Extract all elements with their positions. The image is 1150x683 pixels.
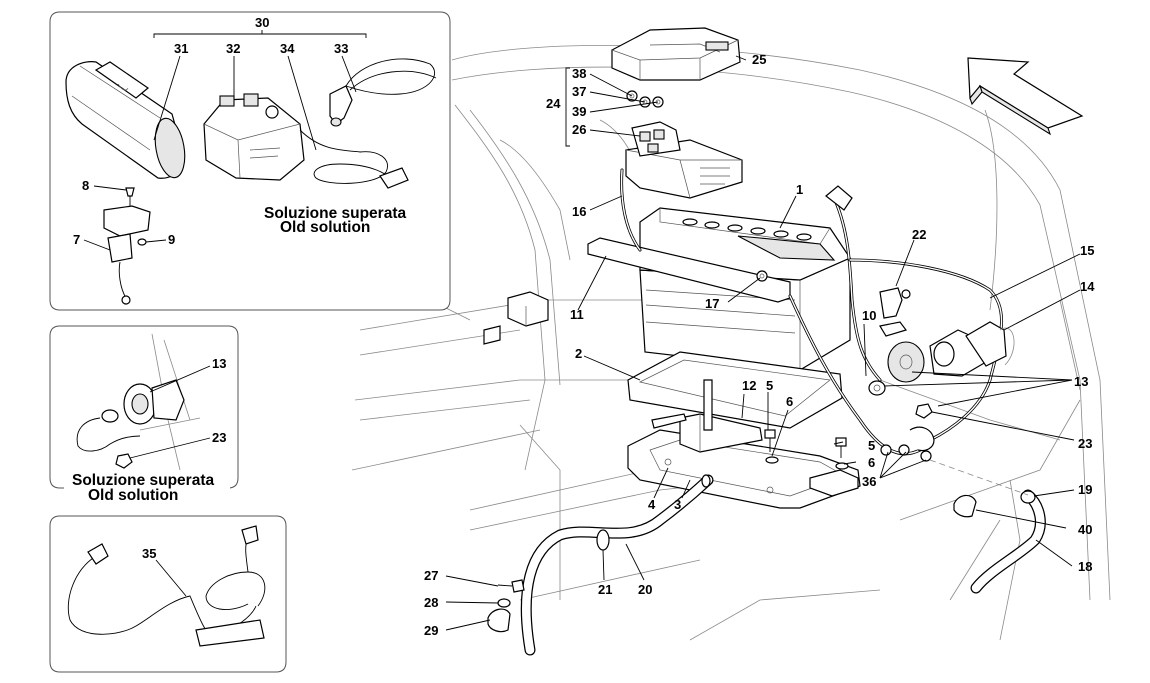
bracket-mount	[103, 187, 151, 305]
label-23: 23	[1078, 436, 1092, 451]
leader-lines	[83, 30, 1081, 631]
battery-tray	[627, 351, 843, 429]
drain-hose	[520, 474, 714, 656]
label-36: 36	[862, 474, 876, 489]
label-33: 33	[334, 41, 348, 56]
label-22: 22	[912, 227, 926, 242]
label-37: 37	[572, 84, 586, 99]
label-21: 21	[598, 582, 612, 597]
label-18: 18	[1078, 559, 1092, 574]
fuse-box	[625, 121, 743, 199]
battery-cable-long	[788, 294, 922, 456]
socket-nut	[868, 380, 933, 419]
label-5a: 5	[766, 378, 773, 393]
label-5b: 5	[868, 438, 875, 453]
caption-top-line1: Soluzione superata	[264, 205, 406, 222]
label-25: 25	[752, 52, 766, 67]
label-39: 39	[572, 104, 586, 119]
battery	[639, 207, 851, 371]
maintenance-charger	[67, 525, 266, 647]
battery-charger	[203, 93, 305, 181]
label-8: 8	[82, 178, 89, 193]
cable-eyelet	[880, 426, 935, 462]
label-38: 38	[572, 66, 586, 81]
label-15: 15	[1080, 243, 1094, 258]
label-12: 12	[742, 378, 756, 393]
vent-hose	[929, 459, 1046, 594]
label-23-inset: 23	[212, 430, 226, 445]
label-1: 1	[796, 182, 803, 197]
label-32: 32	[226, 41, 240, 56]
direction-arrow-icon	[967, 57, 1084, 136]
label-30: 30	[255, 15, 269, 30]
battery-base-plate	[627, 413, 861, 509]
callout-labels: 30 31 32 34 33 8 7 9 13 23 35 38 37 24 3…	[72, 15, 1095, 638]
charger-cable	[299, 129, 409, 189]
label-29: 29	[424, 623, 438, 638]
label-16: 16	[572, 204, 586, 219]
charging-socket	[887, 321, 1015, 383]
bolt	[703, 379, 713, 431]
label-10: 10	[862, 308, 876, 323]
hose-clip	[953, 494, 977, 518]
battery-caps	[682, 218, 812, 241]
storage-bag	[65, 61, 186, 179]
label-13-inset: 13	[212, 356, 226, 371]
charger-adapter-cable	[329, 58, 437, 127]
battery-cable-loop	[848, 258, 1003, 442]
label-7: 7	[73, 232, 80, 247]
label-9: 9	[168, 232, 175, 247]
label-40: 40	[1078, 522, 1092, 537]
label-20: 20	[638, 582, 652, 597]
wall-bracket	[483, 291, 549, 345]
label-19: 19	[1078, 482, 1092, 497]
fuse-box-cover	[611, 27, 741, 81]
caption-middle-line1: Soluzione superata	[72, 472, 214, 489]
label-34: 34	[280, 41, 295, 56]
caption-middle-line2: Old solution	[88, 487, 178, 504]
label-27: 27	[424, 568, 438, 583]
label-6b: 6	[868, 455, 875, 470]
label-2: 2	[575, 346, 582, 361]
label-28: 28	[424, 595, 438, 610]
cable-clamp	[879, 287, 911, 337]
clip-screw	[487, 579, 525, 633]
label-11: 11	[570, 307, 584, 322]
label-24: 24	[546, 96, 561, 111]
label-31: 31	[174, 41, 188, 56]
caption-top-line2: Old solution	[280, 219, 370, 236]
label-17: 17	[705, 296, 719, 311]
label-13: 13	[1074, 374, 1088, 389]
positive-cable	[620, 168, 642, 252]
label-35: 35	[142, 546, 156, 561]
label-4: 4	[648, 497, 656, 512]
label-14: 14	[1080, 279, 1095, 294]
fuse-box-nuts	[626, 90, 664, 108]
ground-cable	[825, 185, 882, 382]
label-26: 26	[572, 122, 586, 137]
label-3: 3	[674, 497, 681, 512]
label-6a: 6	[786, 394, 793, 409]
